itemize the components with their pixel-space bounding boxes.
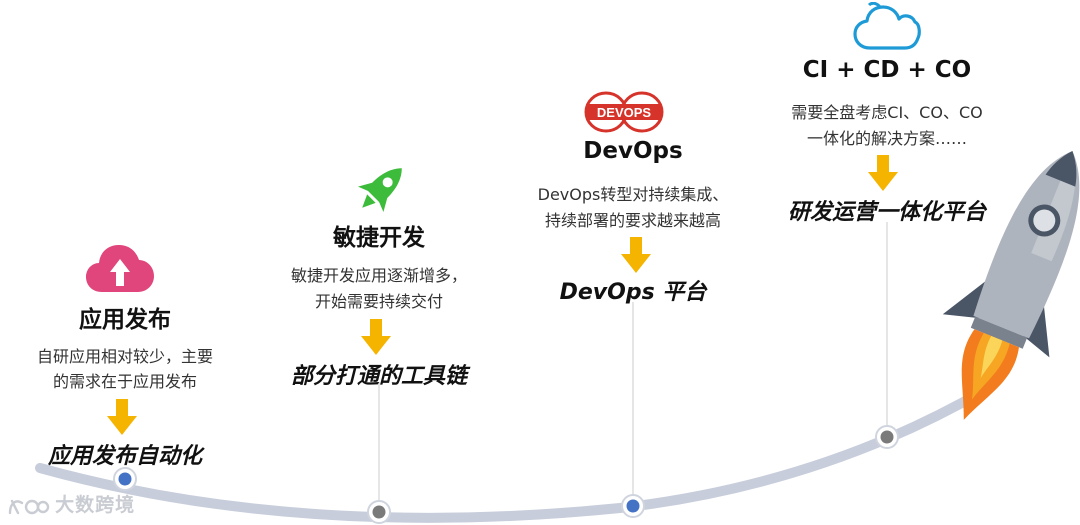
stage-4: CI + CD + CO 需要全盘考虑CI、CO、CO 一体化的解决方案…… 研…: [0, 0, 1, 1]
timeline-node-4: [876, 426, 898, 448]
timeline-node-3: [622, 495, 644, 517]
watermark-logo-icon: [6, 493, 50, 521]
stage-1-desc-line-2: 的需求在于应用发布: [0, 370, 250, 394]
down-arrow-icon: [361, 319, 391, 355]
stage-4-desc-line-1: 需要全盘考虑CI、CO、CO: [762, 101, 1012, 125]
stage-1-title: 应用发布: [35, 300, 215, 334]
stage-1-result: 应用发布自动化: [10, 438, 240, 470]
stage-3-desc-line-2: 持续部署的要求越来越高: [508, 209, 758, 233]
rocket-illustration: [930, 140, 1080, 440]
down-arrow-icon: [621, 237, 651, 273]
down-arrow-icon: [107, 399, 137, 435]
stage-3-title: DevOps: [543, 138, 723, 164]
stage-2-title: 敏捷开发: [289, 218, 469, 252]
stage-2-result: 部分打通的工具链: [264, 358, 494, 390]
watermark: 大数跨境: [6, 490, 135, 521]
stage-3-result: DevOps 平台: [518, 274, 748, 306]
stage-3-desc-line-1: DevOps转型对持续集成、: [508, 183, 758, 207]
stage-2-desc-line-2: 开始需要持续交付: [254, 290, 504, 314]
watermark-text: 大数跨境: [55, 494, 135, 516]
timeline-node-2: [368, 501, 390, 523]
devops-logo: DEVOPS: [584, 91, 664, 133]
devops-logo-text: DEVOPS: [597, 105, 652, 120]
down-arrow-icon: [868, 155, 898, 191]
stage-2-desc-line-1: 敏捷开发应用逐渐增多，: [254, 264, 504, 288]
stage-1-desc-line-1: 自研应用相对较少，主要: [0, 345, 250, 369]
stage-4-result: 研发运营一体化平台: [772, 194, 1002, 226]
stage-4-desc-line-2: 一体化的解决方案……: [762, 127, 1012, 151]
timeline-node-1: [114, 468, 136, 490]
rocket-icon: [352, 158, 412, 218]
stage-4-title: CI + CD + CO: [797, 57, 977, 83]
cloud-outline-icon: [852, 2, 922, 52]
cloud-upload-icon: [86, 242, 154, 294]
